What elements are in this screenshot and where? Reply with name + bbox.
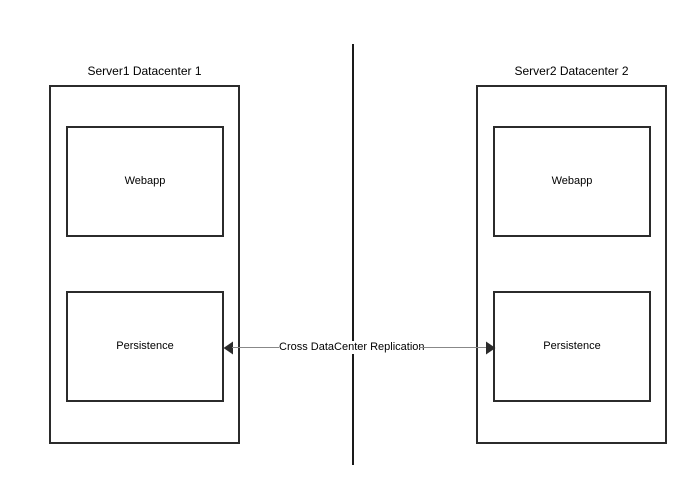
replication-label: Cross DataCenter Replication <box>279 341 425 354</box>
server2-webapp-box[interactable]: Webapp <box>493 126 651 237</box>
server2-persistence-box[interactable]: Persistence <box>493 291 651 402</box>
server1-webapp-label: Webapp <box>124 175 166 187</box>
arrow-left-icon <box>222 340 233 355</box>
server2-webapp-label: Webapp <box>551 175 593 187</box>
server1-webapp-box[interactable]: Webapp <box>66 126 224 237</box>
replication-line-right <box>419 347 487 348</box>
server1-persistence-box[interactable]: Persistence <box>66 291 224 402</box>
datacenter-2-title: Server2 Datacenter 2 <box>514 64 629 78</box>
server2-persistence-label: Persistence <box>543 340 601 352</box>
datacenter-boundary-divider <box>352 44 354 465</box>
arrow-right-icon <box>485 340 496 355</box>
replication-line-left <box>232 347 279 348</box>
server1-persistence-label: Persistence <box>116 340 174 352</box>
datacenter-1-title: Server1 Datacenter 1 <box>87 64 202 78</box>
